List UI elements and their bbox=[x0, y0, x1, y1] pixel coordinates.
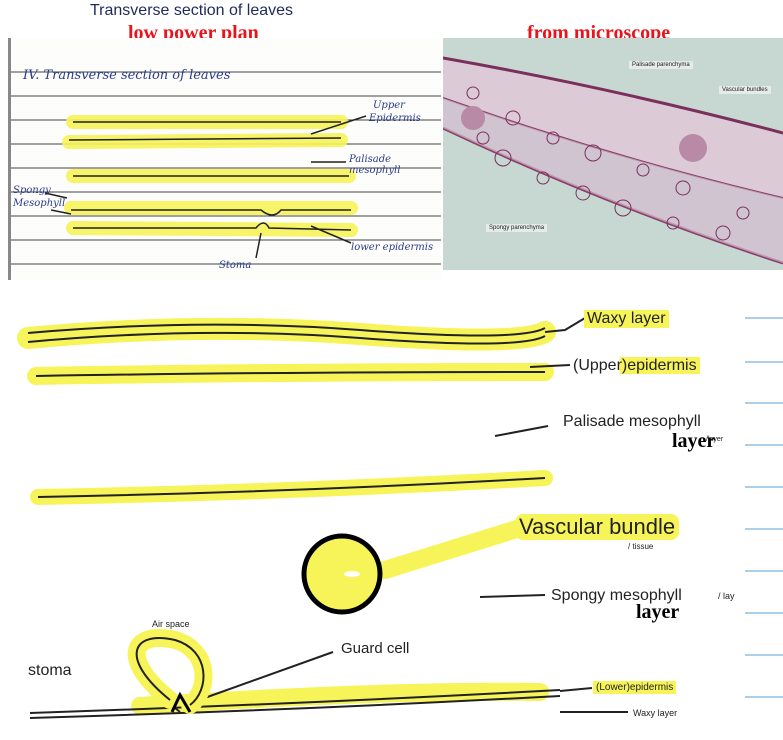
label-palisade-small: /layer bbox=[706, 436, 724, 443]
label-vascular-bundle: Vascular bundle bbox=[515, 514, 680, 540]
micro-label-vascular: Vascular bundles bbox=[719, 86, 771, 94]
label-lower: lower epidermis bbox=[351, 242, 434, 253]
label-layer-2: layer bbox=[636, 601, 680, 623]
micrograph-image bbox=[443, 56, 783, 265]
vascular-bundle-shape bbox=[301, 519, 529, 615]
label-spongy-small: / lay bbox=[718, 591, 735, 601]
label-spongy-mesophyll: Spongy mesophyll bbox=[551, 587, 682, 604]
page-title: Transverse section of leaves bbox=[90, 2, 294, 19]
label-stoma: Stoma bbox=[219, 260, 252, 271]
notebook-heading: IV. Transverse section of leaves bbox=[23, 68, 231, 83]
label-upper-2: Epidermis bbox=[369, 113, 421, 124]
label-vascular-small: / tissue bbox=[628, 542, 654, 551]
label-waxy-top: Waxy layer bbox=[584, 310, 669, 328]
micro-label-palisade: Palisade parenchyma bbox=[629, 61, 693, 69]
notebook-panel: IV. Transverse section of leaves Upper E… bbox=[8, 38, 441, 280]
label-palisade: Palisade mesophyll bbox=[349, 154, 401, 176]
label-lower-epidermis: (Lower)epidermis bbox=[593, 681, 677, 694]
label-guard-cell: Guard cell bbox=[341, 640, 410, 657]
label-layer-1: layer bbox=[672, 430, 716, 452]
label-stoma: stoma bbox=[28, 662, 72, 679]
label-spongy-1: Spongy bbox=[13, 185, 51, 196]
label-palisade-mesophyll: Palisade mesophyll bbox=[563, 413, 701, 430]
guard-cell-shape bbox=[127, 629, 213, 714]
label-upper-epidermis-text: (Upper)epidermis bbox=[570, 357, 700, 374]
notebook-lines bbox=[11, 71, 441, 265]
label-waxy-bottom: Waxy layer bbox=[633, 708, 678, 718]
micrograph-panel: Palisade parenchyma Vascular bundles Spo… bbox=[443, 38, 783, 270]
micro-label-spongy: Spongy parenchyma bbox=[486, 224, 548, 232]
label-spongy-2: Mesophyll bbox=[13, 198, 66, 209]
label-air-space: Air space bbox=[152, 619, 190, 629]
label-upper-1: Upper bbox=[373, 100, 405, 111]
label-upper-epidermis: (Upper)epidermis bbox=[570, 357, 700, 375]
